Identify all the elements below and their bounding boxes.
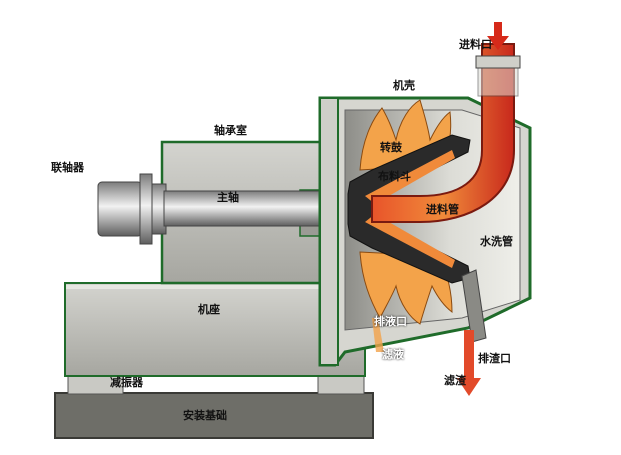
liquid-outlet-label: 排液口 (374, 315, 407, 328)
damper-label: 减振器 (110, 376, 143, 389)
filtrate-label: 滤液 (382, 348, 404, 361)
main-shaft-label: 主轴 (217, 191, 239, 204)
residue-label: 滤渣 (444, 374, 466, 387)
inlet-flange (475, 55, 521, 69)
foundation-block (54, 392, 374, 439)
distributor-label: 布料斗 (378, 170, 411, 183)
foundation-label: 安装基础 (183, 409, 227, 422)
housing-label: 机壳 (393, 79, 415, 92)
wash-pipe-label: 水洗管 (480, 235, 513, 248)
damper-right (317, 374, 365, 395)
bearing-housing-label: 轴承室 (214, 124, 247, 137)
coupling-label: 联轴器 (51, 161, 84, 174)
inlet-label: 进料口 (459, 38, 492, 51)
residue-arrow (457, 330, 481, 396)
inlet-arrow (487, 22, 509, 50)
base-label: 机座 (198, 303, 220, 316)
liquid-discharge (372, 318, 384, 352)
coupling-body (97, 181, 143, 237)
rotating-drum-label: 转鼓 (380, 141, 402, 154)
feed-pipe (371, 43, 515, 223)
residue-outlet-label: 排渣口 (478, 352, 511, 365)
residue-chute (461, 269, 487, 343)
feed-pipe-label: 进料管 (426, 203, 459, 216)
